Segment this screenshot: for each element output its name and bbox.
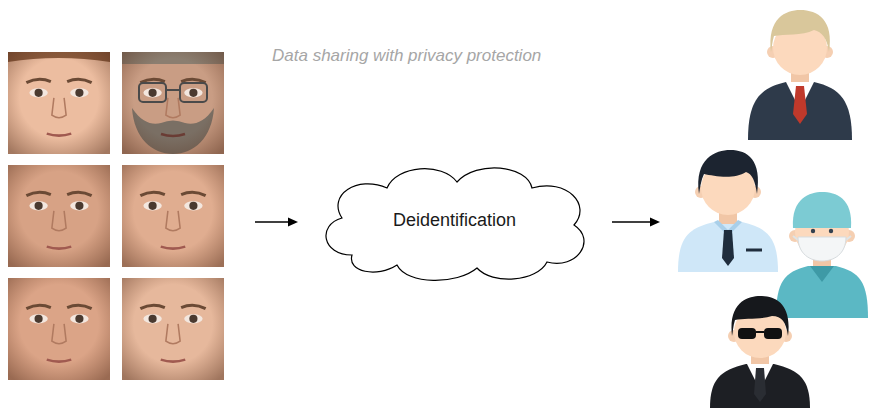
person-icon-part	[710, 364, 810, 408]
person-icon	[776, 192, 868, 318]
person-icon-part	[754, 368, 766, 402]
face-photo-part	[122, 278, 224, 380]
face-photo-part	[8, 278, 110, 380]
person-icon-part	[678, 222, 778, 272]
flow-arrow-part	[612, 221, 652, 223]
face-photo	[122, 165, 224, 267]
face-photo-part	[122, 52, 224, 154]
person-icon	[678, 150, 778, 272]
face-photo-part	[8, 52, 110, 154]
face-photo-part	[122, 52, 224, 154]
person-icon-part	[846, 236, 851, 240]
person-icon-part	[698, 150, 758, 194]
face-photo	[122, 52, 224, 154]
face-photo-part	[8, 165, 110, 267]
flow-arrow-part	[288, 218, 298, 227]
person-icon-part	[810, 266, 834, 282]
person-icon-part	[738, 328, 756, 339]
face-photo	[122, 278, 224, 380]
flow-arrow-part	[650, 218, 660, 227]
face-photo-part	[122, 165, 224, 267]
face-photo-part	[8, 278, 110, 380]
flow-arrow	[612, 218, 660, 227]
person-icon-part	[776, 266, 868, 318]
person-icon-part	[756, 331, 764, 333]
person-icon-part	[798, 237, 846, 261]
face-photo-part	[122, 278, 224, 380]
person-icon-part	[793, 192, 851, 228]
face-photo	[8, 52, 110, 154]
face-photo-part	[8, 165, 110, 267]
band-arrow-shape	[0, 8, 862, 412]
person-icon-part	[793, 86, 807, 124]
person-icon	[710, 296, 810, 408]
flow-arrow	[255, 218, 298, 227]
person-icon-part	[793, 236, 798, 240]
person-icon-part	[746, 249, 762, 252]
person-icon-part	[770, 10, 829, 52]
person-icon-part	[829, 229, 833, 233]
cloud-outline	[326, 168, 584, 281]
face-photo-part	[8, 52, 110, 154]
process-label: Deidentification	[393, 210, 516, 231]
person-icon-part	[811, 229, 815, 233]
band-caption: Data sharing with privacy protection	[272, 46, 541, 66]
flow-arrow-part	[255, 221, 290, 223]
process-cloud: Deidentification	[312, 160, 597, 285]
face-photo	[8, 165, 110, 267]
person-icon-part	[722, 230, 734, 266]
person-icon-part	[764, 328, 782, 339]
face-photo	[8, 278, 110, 380]
person-icon	[748, 10, 852, 140]
person-icon-part	[748, 82, 852, 140]
face-photo-part	[122, 165, 224, 267]
